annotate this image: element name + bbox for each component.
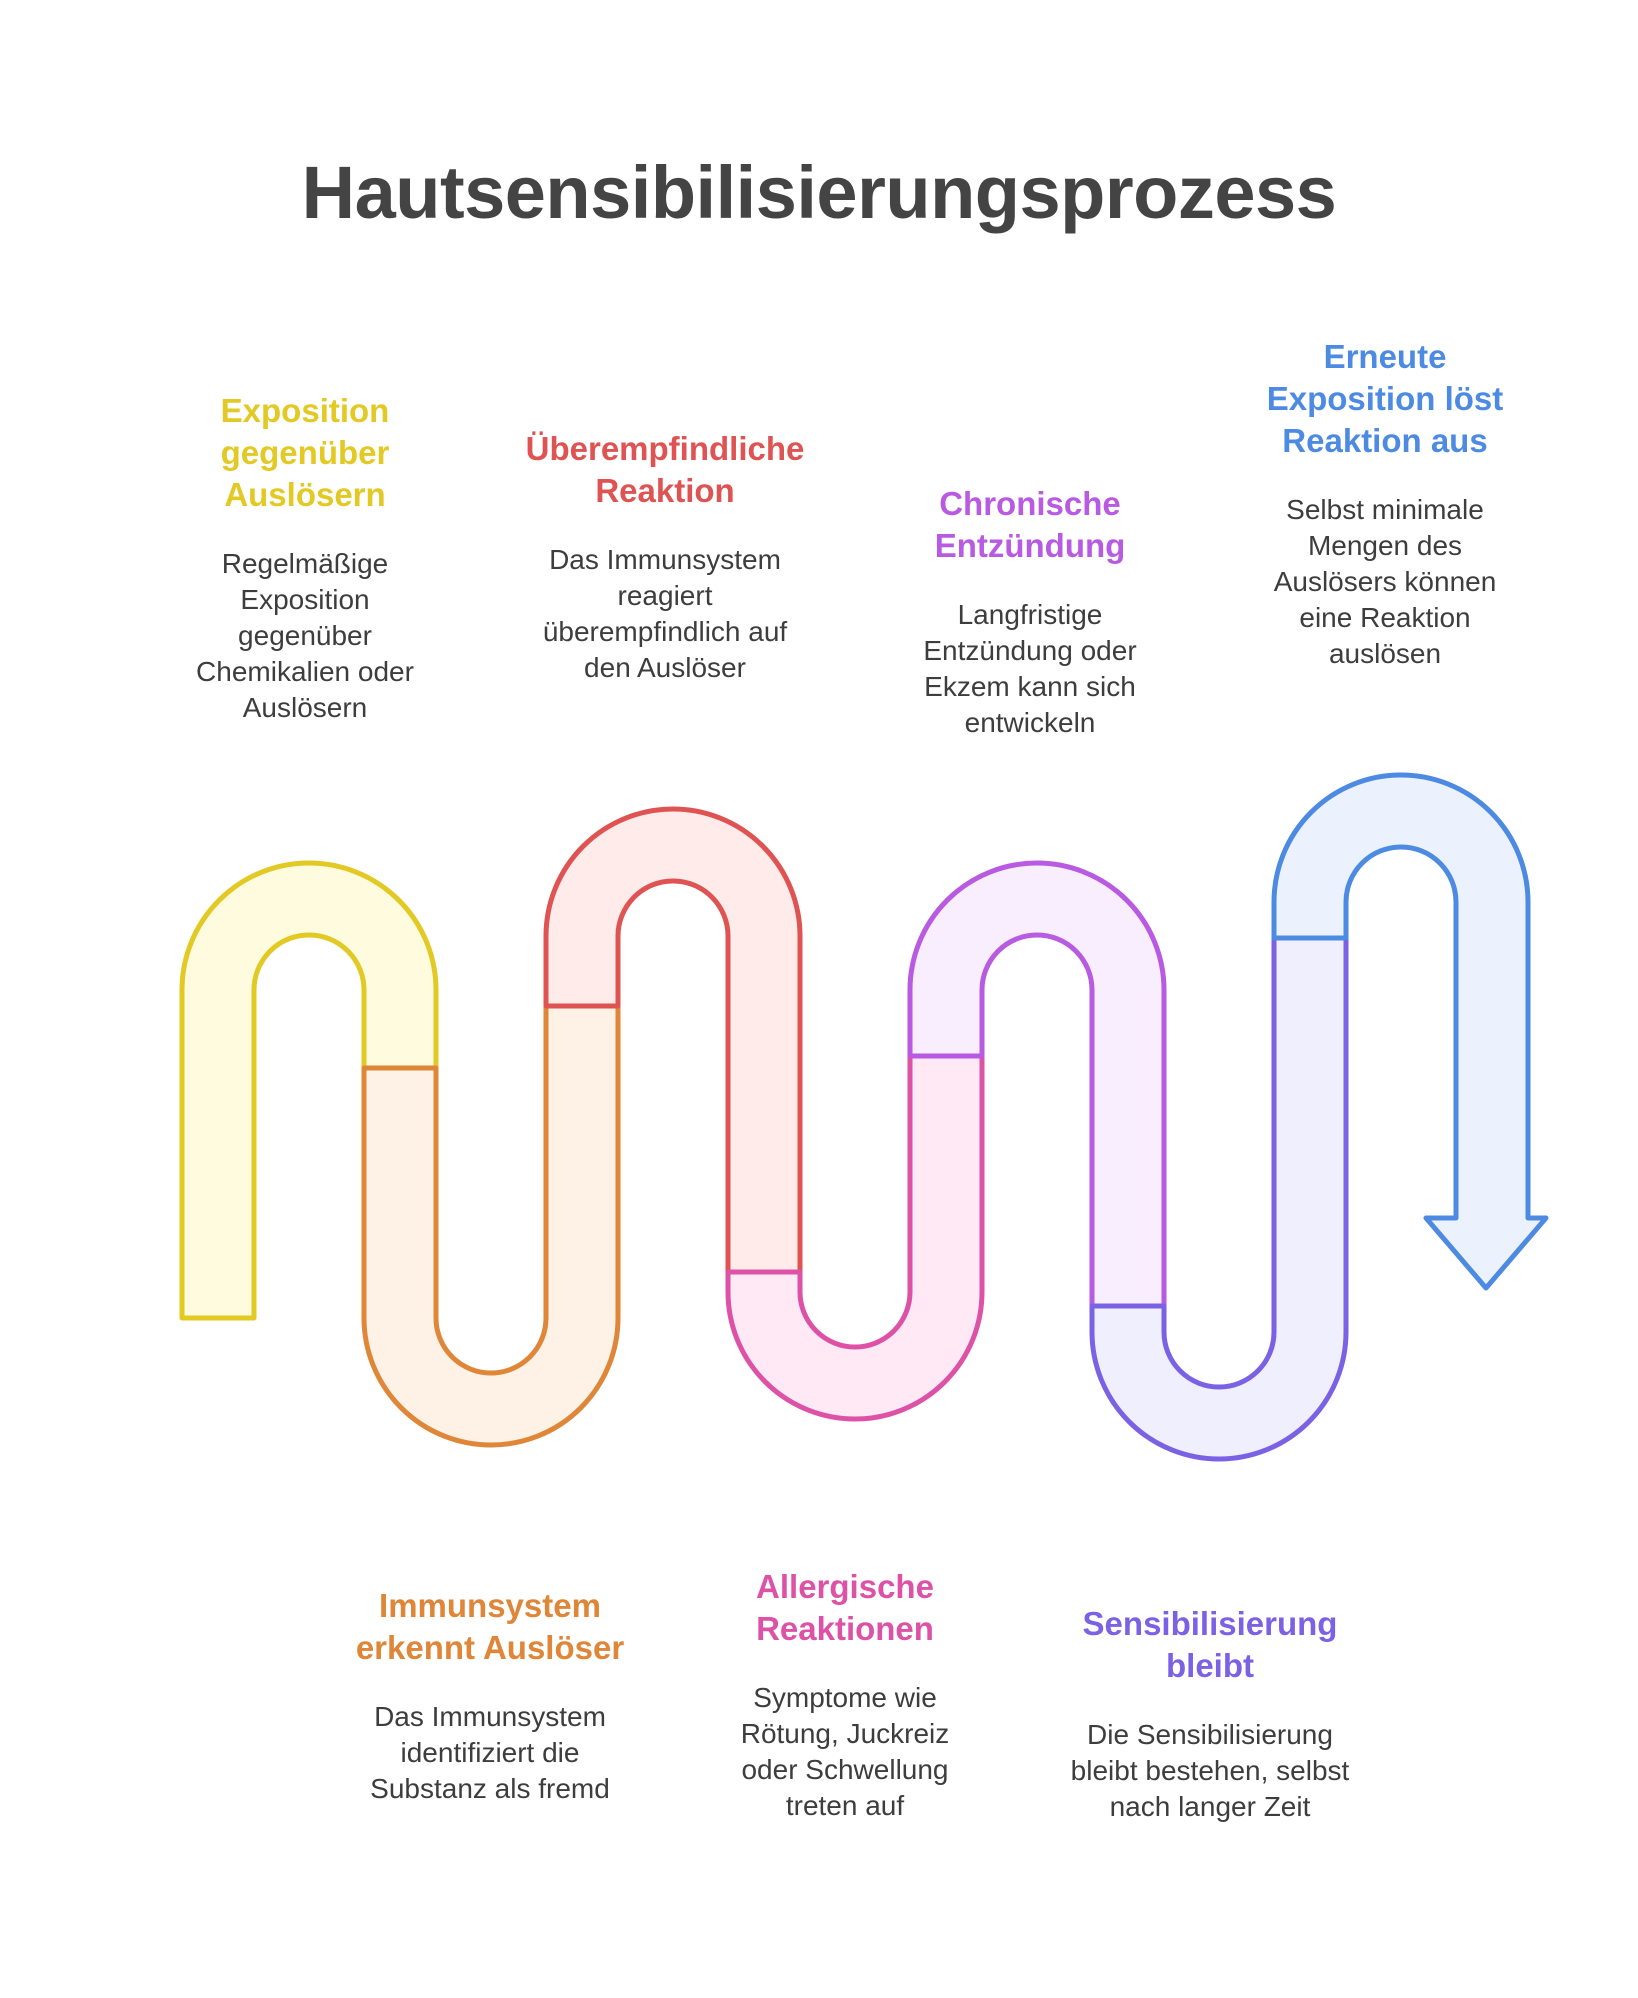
step-description: Regelmäßige Exposition gegenüber Chemika… — [196, 548, 414, 723]
step-description: Langfristige Entzündung oder Ekzem kann … — [923, 599, 1137, 738]
wave-segment-2 — [361, 1003, 621, 1448]
step-description: Selbst minimale Mengen des Auslösers kön… — [1273, 494, 1497, 669]
step-hypersensitive-reaction: Überempfindliche Reaktion Das Immunsyste… — [520, 428, 810, 686]
step-description: Symptome wie Rötung, Juckreiz oder Schwe… — [740, 1682, 950, 1821]
wave-segment-5 — [907, 860, 1167, 1309]
step-re-exposition: Erneute Exposition löst Reaktion aus Sel… — [1260, 336, 1510, 672]
wave-segment-7-arrow — [1271, 772, 1549, 1291]
step-immune-recognition: Immunsystem erkennt Auslöser Das Immunsy… — [340, 1585, 640, 1807]
step-description: Die Sensibilisierung bleibt bestehen, se… — [1070, 1719, 1350, 1822]
step-description: Das Immunsystem identifiziert die Substa… — [370, 1701, 610, 1804]
step-title: Immunsystem erkennt Auslöser — [355, 1587, 625, 1666]
step-title: Erneute Exposition löst Reaktion aus — [1266, 338, 1504, 459]
step-title: Sensibilisierung bleibt — [1082, 1605, 1338, 1684]
wave-segment-3 — [543, 806, 803, 1275]
step-sensitization-persists: Sensibilisierung bleibt Die Sensibilisie… — [1070, 1603, 1350, 1825]
step-title: Exposition gegenüber Auslösern — [220, 392, 390, 513]
step-title: Allergische Reaktionen — [756, 1568, 934, 1647]
step-title: Chronische Entzündung — [934, 485, 1126, 564]
step-description: Das Immunsystem reagiert überempfindlich… — [542, 544, 788, 683]
wave-segment-1 — [179, 860, 439, 1321]
wave-segment-4 — [725, 1053, 985, 1422]
step-chronic-inflammation: Chronische Entzündung Langfristige Entzü… — [900, 483, 1160, 741]
step-title: Überempfindliche Reaktion — [525, 430, 805, 509]
step-allergic-reactions: Allergische Reaktionen Symptome wie Rötu… — [720, 1566, 970, 1824]
page-title: Hautsensibilisierungsprozess — [301, 151, 1337, 234]
wave-segment-6 — [1089, 935, 1349, 1462]
step-exposition: Exposition gegenüber Auslösern Regelmäßi… — [180, 390, 430, 726]
